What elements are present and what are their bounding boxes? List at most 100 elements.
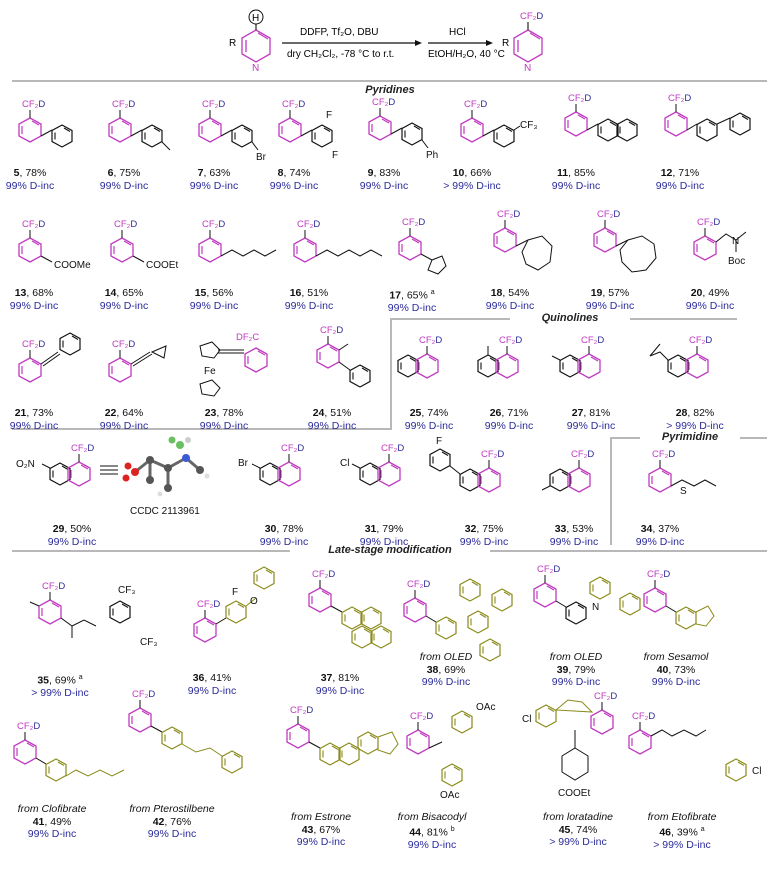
deuterium-incorporation: > 99% D-inc [653,838,711,851]
deuterium-incorporation: 99% D-inc [407,838,457,851]
label-ccdc: CCDC 2113961 [130,506,200,517]
compound-yield: , 78% [276,523,304,535]
svg-text:CF₂D: CF₂D [407,579,430,590]
deuterium-incorporation: 99% D-inc [189,179,239,192]
caption-compound-35: 35, 69% a> 99% D-inc [0,672,120,700]
structure-22 [108,345,167,383]
deuterium-incorporation: 99% D-inc [635,535,685,548]
caption-compound-10: 10, 66%> 99% D-inc [412,167,532,192]
svg-text:CF₂D: CF₂D [42,581,65,592]
structure-25 [397,346,439,379]
caption-compound-9: 9, 83%99% D-inc [324,167,444,192]
compound-yield: , 81% [332,672,360,684]
compound-yield: , 54% [502,287,530,299]
source-label: from Bisacodyl [397,811,467,823]
compound-yield: , 74% [570,823,598,836]
crystal-structure [122,436,210,497]
svg-text:CF₂D: CF₂D [597,209,620,220]
deuterium-incorporation: 99% D-inc [189,299,239,312]
svg-text:CF₂D: CF₂D [497,209,520,220]
structure-41 [13,732,125,782]
label-cf3-35a: CF₃ [118,585,135,596]
svg-text:CF₂D: CF₂D [312,569,335,580]
svg-text:CF₂D: CF₂D [581,335,604,346]
compound-number: 15 [194,287,207,299]
deuterium-incorporation: 99% D-inc [484,419,534,432]
caption-compound-24: 24, 51%99% D-inc [272,407,392,432]
deuterium-incorporation: 99% D-inc [549,535,599,548]
deuterium-incorporation: > 99% D-inc [443,179,501,192]
deuterium-incorporation: 99% D-inc [307,419,357,432]
structure-24 [316,336,371,388]
structure-19 [593,220,657,273]
compound-yield: , 69% [49,674,76,687]
compound-number: 24 [312,407,325,419]
structure-32 [429,448,501,493]
deuterium-incorporation: 99% D-inc [259,535,309,548]
caption-compound-21: 21, 73%99% D-inc [0,407,94,432]
caption-compound-16: 16, 51%99% D-inc [249,287,369,312]
structure-38 [403,578,513,662]
compound-number: 42 [152,815,165,828]
deuterium-incorporation: 99% D-inc [485,299,535,312]
label-f-32: F [436,436,442,447]
footnote-mark: b [450,825,455,833]
compound-yield: , 51% [324,407,352,419]
divider-vertical-1 [390,318,392,428]
label-cooet-45: COOEt [558,788,590,799]
caption-compound-33: 33, 53%99% D-inc [514,523,634,548]
svg-text:CF₂D: CF₂D [71,443,94,454]
h-label: H [252,13,259,24]
source-label: from Clofibrate [17,803,87,815]
svg-text:CF₂D: CF₂D [568,93,591,104]
compound-number: 31 [364,523,377,535]
structure-29 [41,454,91,487]
compound-yield: , 78% [19,167,47,179]
structure-26 [477,346,519,379]
compound-yield: , 85% [568,167,595,179]
deuterium-incorporation: 99% D-inc [404,419,454,432]
svg-text:CF₂D: CF₂D [537,564,560,575]
compound-number: 37 [320,672,333,684]
svg-text:CF₂D: CF₂D [410,711,433,722]
svg-text:CF₂D: CF₂D [281,443,304,454]
compound-number: 33 [554,523,567,535]
structure-20 [693,228,747,261]
compound-yield: , 76% [164,815,192,828]
compound-number: 28 [675,407,688,419]
compound-number: 38 [426,663,439,676]
footnote-mark: a [700,825,705,833]
compound-yield: , 56% [206,287,234,299]
compound-yield: , 81% [583,407,611,419]
structure-44 [406,710,473,787]
structure-9 [368,108,429,149]
structure-27 [551,346,601,379]
section-quinolines: Quinolines [510,312,630,324]
compound-yield: , 69% [438,663,466,676]
compound-number: 25 [409,407,422,419]
compound-number: 32 [464,523,477,535]
compound-number: 6 [107,167,114,179]
compound-yield: , 79% [376,523,404,535]
deuterium-incorporation: 99% D-inc [421,676,471,688]
caption-compound-36: 36, 41%99% D-inc [152,672,272,697]
svg-text:CF₂D: CF₂D [419,335,442,346]
footnote-mark: a [78,674,83,681]
svg-text:CF₂D: CF₂D [114,219,137,230]
caption-compound-14: 14, 65%99% D-inc [64,287,184,312]
caption-compound-31: 31, 79%99% D-inc [324,523,444,548]
deuterium-incorporation: 99% D-inc [99,419,149,432]
starting-pyridine [241,29,271,63]
deuterium-incorporation: 99% D-inc [387,302,437,314]
structure-33 [541,460,591,493]
compound-number: 22 [104,407,117,419]
deuterium-incorporation: > 99% D-inc [549,836,607,848]
section-late-stage: Late-stage modification [290,544,490,556]
compound-yield: , 83% [373,167,401,179]
compound-number: 14 [104,287,117,299]
structure-8 [278,110,333,148]
section-pyridines: Pyridines [365,84,415,96]
